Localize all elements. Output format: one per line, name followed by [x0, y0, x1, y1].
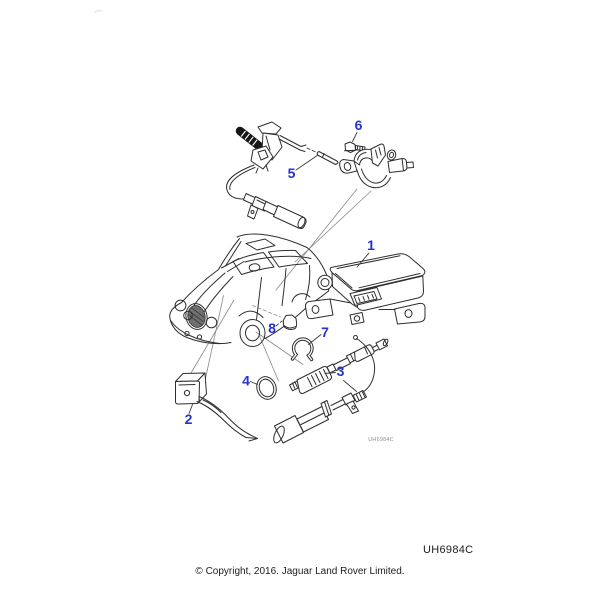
callout-7[interactable]: 7 [321, 324, 329, 340]
part-1-sensor-module [304, 253, 426, 325]
headlamp [205, 316, 218, 329]
part-6-bracket-hose-assembly [339, 143, 414, 189]
callout-3[interactable]: 3 [337, 363, 345, 379]
callout-4[interactable]: 4 [242, 373, 250, 389]
fog-lamp [184, 330, 190, 337]
drawing-code: UH6984C [423, 544, 474, 556]
callout-6[interactable]: 6 [355, 117, 363, 133]
stray-mark [93, 10, 103, 14]
callout-8[interactable]: 8 [268, 320, 276, 336]
part-3-speed-sensor [289, 338, 389, 394]
callout-2[interactable]: 2 [185, 411, 193, 427]
vehicle-outline-sketch [169, 233, 330, 347]
side-mirror [248, 263, 261, 272]
part-3-speed-sensor-alt [273, 335, 376, 444]
part-5-sensor-bracket-assembly [226, 121, 339, 229]
fog-lamp [196, 334, 203, 340]
part-4-o-ring [256, 376, 277, 400]
headlamp [174, 299, 187, 312]
grille [185, 303, 208, 330]
locator-leader-lines [188, 188, 372, 382]
part-8-nut [275, 314, 298, 330]
headlamp [183, 310, 193, 321]
rear-wheel-arch [291, 293, 311, 303]
copyright-notice: © Copyright, 2016. Jaguar Land Rover Lim… [195, 566, 405, 577]
part-2-bracket-strap [175, 372, 258, 442]
callout-1[interactable]: 1 [367, 237, 375, 253]
part-7-retaining-clip [290, 337, 314, 362]
part-6-bolt [344, 141, 366, 153]
callout-leaders [188, 132, 370, 414]
callout-5[interactable]: 5 [288, 165, 296, 181]
diagram-watermark: UH6984C [368, 437, 394, 443]
front-wheel [239, 319, 266, 347]
